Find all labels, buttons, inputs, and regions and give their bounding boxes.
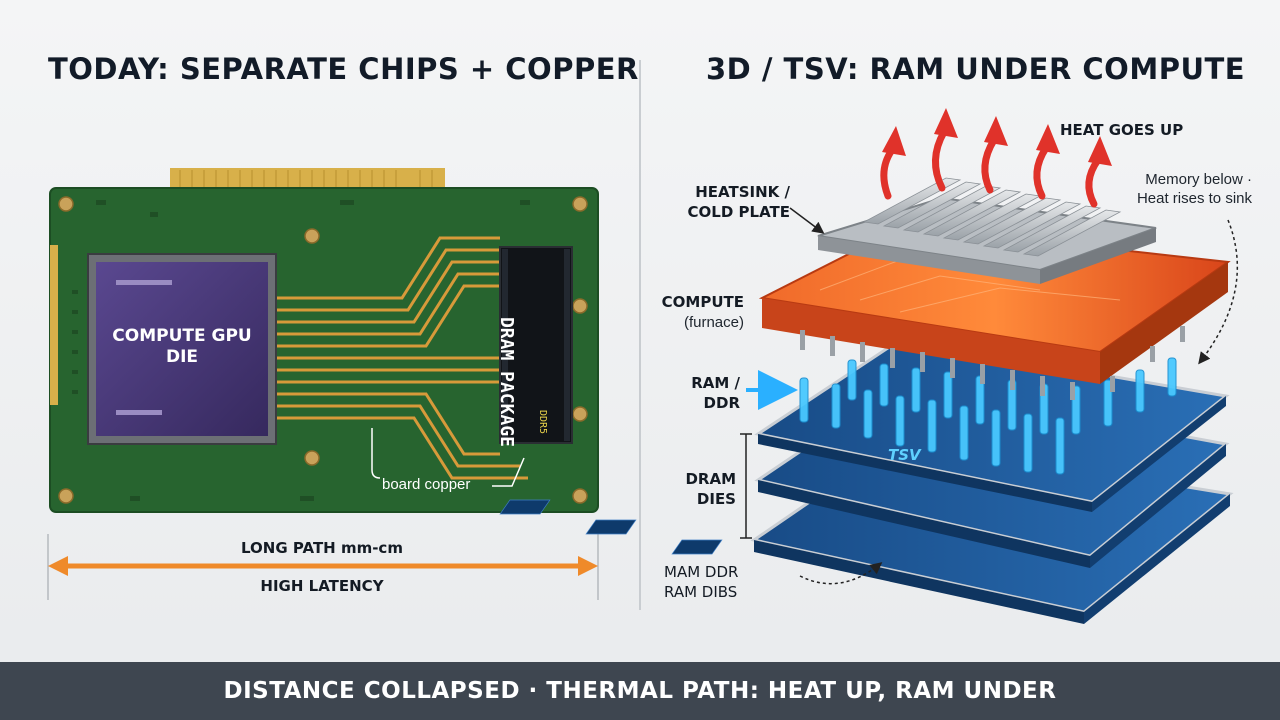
long-path-label: LONG PATH mm-cm (241, 539, 403, 557)
long-path-arrow (47, 534, 599, 600)
ram-ddr-label: RAM / DDR (691, 374, 740, 412)
compute-label: COMPUTE (661, 293, 744, 311)
ddr5-label: DDR5 (537, 409, 548, 435)
heat-goes-up-label: HEAT GOES UP (1060, 121, 1184, 139)
footer-banner: DISTANCE COLLAPSED · THERMAL PATH: HEAT … (0, 662, 1280, 720)
copper-traces (276, 236, 528, 480)
dram-package (499, 246, 573, 444)
bottom-label-arc (799, 562, 883, 585)
dram-package-label: DRAM PACKAGE (496, 316, 517, 448)
heatsink-label: HEATSINK / COLD PLATE (687, 183, 790, 221)
heat-arrows (880, 128, 1102, 208)
tsv-label: TSV (888, 446, 921, 464)
memory-note: Memory below · Heat rises to sink (1136, 171, 1252, 207)
left-panel-title: TODAY: SEPARATE CHIPS + COPPER (48, 52, 639, 86)
high-latency-label: HIGH LATENCY (260, 577, 384, 595)
tsv-pillars (799, 357, 1177, 475)
gpu-die-label: COMPUTE GPU DIE (112, 326, 252, 367)
heatsink (817, 177, 1157, 284)
compute-sublabel: (furnace) (683, 314, 744, 331)
dram-cells (499, 499, 723, 555)
dram-dies-bracket (740, 433, 752, 539)
dram-dies-label: DRAM DIES (685, 470, 736, 508)
bottom-label-line2: RAM DIBS (664, 583, 738, 601)
copper-callout-leader (371, 428, 381, 479)
copper-callout-tail (492, 457, 525, 487)
bottom-label-line1: MAM DDR (664, 563, 739, 581)
panel-divider (639, 60, 641, 610)
right-panel-title: 3D / TSV: RAM UNDER COMPUTE (706, 52, 1246, 86)
gpu-die (87, 253, 277, 445)
board-copper-label: board copper (382, 476, 471, 493)
heat-arrowheads (882, 108, 1112, 166)
heatsink-leader (789, 207, 825, 234)
